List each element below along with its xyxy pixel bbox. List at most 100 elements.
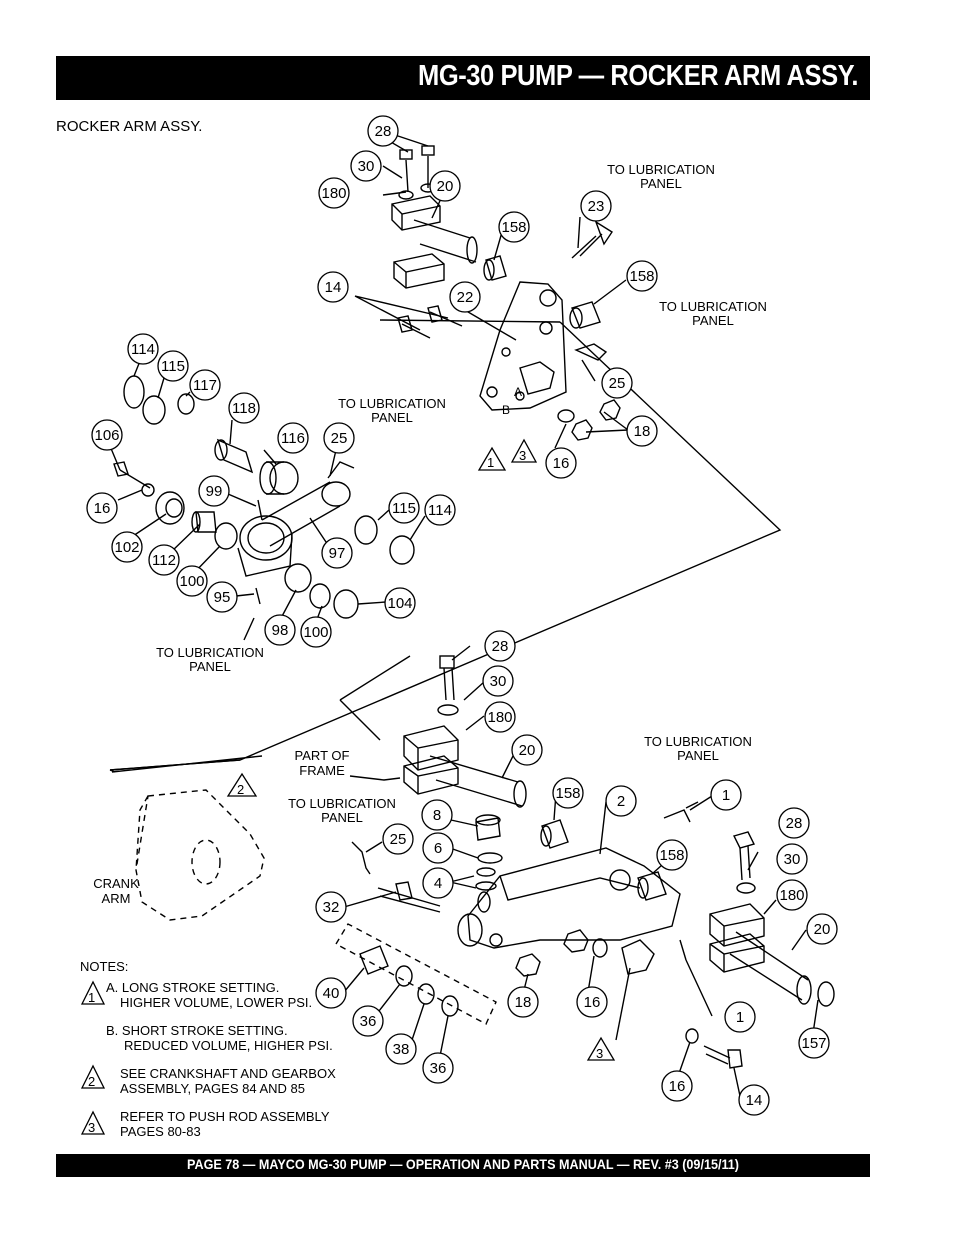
callout-upper-number: 115 xyxy=(392,500,416,517)
callout-lower-bubble xyxy=(798,1027,830,1059)
callout-upper-number: 118 xyxy=(232,400,256,417)
callout-lower-number: 158 xyxy=(659,847,684,864)
callout-lower-bubble xyxy=(776,843,808,875)
callout-upper-number: 112 xyxy=(152,552,176,569)
callout-lower-number: 1 xyxy=(736,1009,744,1026)
callout-lower-number: 36 xyxy=(360,1013,377,1030)
note-3a: REFER TO PUSH ROD ASSEMBLY xyxy=(120,1109,330,1124)
callout-upper-bubble xyxy=(626,415,658,447)
footer-bar: PAGE 78 — MAYCO MG-30 PUMP — OPERATION A… xyxy=(56,1154,870,1177)
lub-label-2a: TO LUBRICATION xyxy=(659,299,767,314)
callout-upper-bubble xyxy=(198,475,230,507)
lub-label-2b: PANEL xyxy=(692,313,734,328)
callout-upper-number: 23 xyxy=(588,198,605,215)
callout-lower-bubble xyxy=(422,832,454,864)
callout-upper-number: 30 xyxy=(358,158,375,175)
callout-upper-number: 14 xyxy=(325,279,342,296)
callout-upper-number: 16 xyxy=(94,500,111,517)
callout-upper-number: 18 xyxy=(634,423,651,440)
callout-lower-number: 14 xyxy=(746,1092,763,1109)
note-3b: PAGES 80-83 xyxy=(120,1124,201,1139)
callout-lower-bubble xyxy=(778,807,810,839)
callout-upper-number: 97 xyxy=(329,545,346,562)
callout-lower-bubble xyxy=(421,799,453,831)
callout-lower-number: 38 xyxy=(393,1041,410,1058)
callout-upper-bubble xyxy=(228,392,260,424)
callout-lower-number: 180 xyxy=(487,709,512,726)
callout-lower-bubble xyxy=(776,879,808,911)
footer-text: PAGE 78 — MAYCO MG-30 PUMP — OPERATION A… xyxy=(187,1156,739,1172)
callout-upper-number: 95 xyxy=(214,589,231,606)
note-1a: A. LONG STROKE SETTING. xyxy=(106,980,279,995)
callout-lower-bubble xyxy=(315,891,347,923)
note-tri-3: 3 xyxy=(88,1120,95,1135)
callout-upper-number: 102 xyxy=(114,539,139,556)
callout-upper-number: 25 xyxy=(331,430,348,447)
callout-upper-number: 117 xyxy=(193,377,217,394)
note-1d: REDUCED VOLUME, HIGHER PSI. xyxy=(124,1038,333,1053)
callout-upper-number: 16 xyxy=(553,455,570,472)
callout-lower-bubble xyxy=(315,977,347,1009)
callout-lower-number: 180 xyxy=(779,887,804,904)
callout-lower-bubble xyxy=(661,1070,693,1102)
callout-lower-bubble xyxy=(710,779,742,811)
callout-upper-number: 180 xyxy=(321,185,346,202)
callout-upper-bubble xyxy=(317,271,349,303)
callout-upper-number: 116 xyxy=(281,430,305,447)
callout-lower-number: 36 xyxy=(430,1060,447,1077)
callout-lower-bubble xyxy=(382,823,414,855)
callout-upper-bubble xyxy=(384,587,416,619)
callout-upper-number: 106 xyxy=(94,427,119,444)
callout-upper-number: 99 xyxy=(206,483,223,500)
callout-upper-bubble xyxy=(429,170,461,202)
callout-lower-bubble xyxy=(385,1033,417,1065)
callout-upper-bubble xyxy=(323,422,355,454)
callout-lower-bubble xyxy=(352,1005,384,1037)
callout-lower-number: 16 xyxy=(669,1078,686,1095)
callout-lower-bubble xyxy=(605,785,637,817)
callout-upper-number: 114 xyxy=(131,341,155,358)
callout-upper-bubble xyxy=(277,422,309,454)
callout-lower-number: 157 xyxy=(801,1035,826,1052)
callout-upper-bubble xyxy=(206,581,238,613)
callout-lower-bubble xyxy=(482,665,514,697)
callout-upper-number: 98 xyxy=(272,622,289,639)
page-title: MG-30 PUMP — ROCKER ARM ASSY. xyxy=(417,60,858,92)
callout-lower-bubble xyxy=(806,913,838,945)
callout-lower-number: 8 xyxy=(433,807,441,824)
notes-heading: NOTES: xyxy=(80,959,128,974)
callout-upper-bubble xyxy=(300,616,332,648)
triangle-label-3: 3 xyxy=(519,448,526,463)
lub-label-3a: TO LUBRICATION xyxy=(338,396,446,411)
note-2a: SEE CRANKSHAFT AND GEARBOX xyxy=(120,1066,336,1081)
note-1c: B. SHORT STROKE SETTING. xyxy=(106,1023,288,1038)
lub-label-5b: PANEL xyxy=(677,748,719,763)
lub-label-6b: PANEL xyxy=(321,810,363,825)
callout-lower-number: 18 xyxy=(515,994,532,1011)
callout-lower-bubble xyxy=(738,1084,770,1116)
note-2b: ASSEMBLY, PAGES 84 AND 85 xyxy=(120,1081,305,1096)
callout-lower-number: 28 xyxy=(492,638,509,655)
callout-upper-number: 100 xyxy=(303,624,328,641)
marker-a: A xyxy=(514,385,522,399)
callout-upper-bubble xyxy=(86,492,118,524)
callout-upper-number: 115 xyxy=(161,358,185,375)
lub-label-5a: TO LUBRICATION xyxy=(644,734,752,749)
triangle-label-3b: 3 xyxy=(596,1046,603,1061)
callout-upper-bubble xyxy=(318,177,350,209)
callout-upper-bubble xyxy=(321,537,353,569)
callout-lower-bubble xyxy=(576,986,608,1018)
triangle-label-1: 1 xyxy=(487,455,494,470)
note-tri-1: 1 xyxy=(88,990,95,1005)
callout-upper-number: 28 xyxy=(375,123,392,140)
crank-label-a: CRANK xyxy=(93,876,139,891)
callout-lower-number: 16 xyxy=(584,994,601,1011)
callout-upper-bubble xyxy=(91,419,123,451)
callout-lower-number: 4 xyxy=(434,875,442,892)
callout-upper-bubble xyxy=(350,150,382,182)
note-1b: HIGHER VOLUME, LOWER PSI. xyxy=(120,995,312,1010)
section-subtitle: ROCKER ARM ASSY. xyxy=(56,118,203,135)
